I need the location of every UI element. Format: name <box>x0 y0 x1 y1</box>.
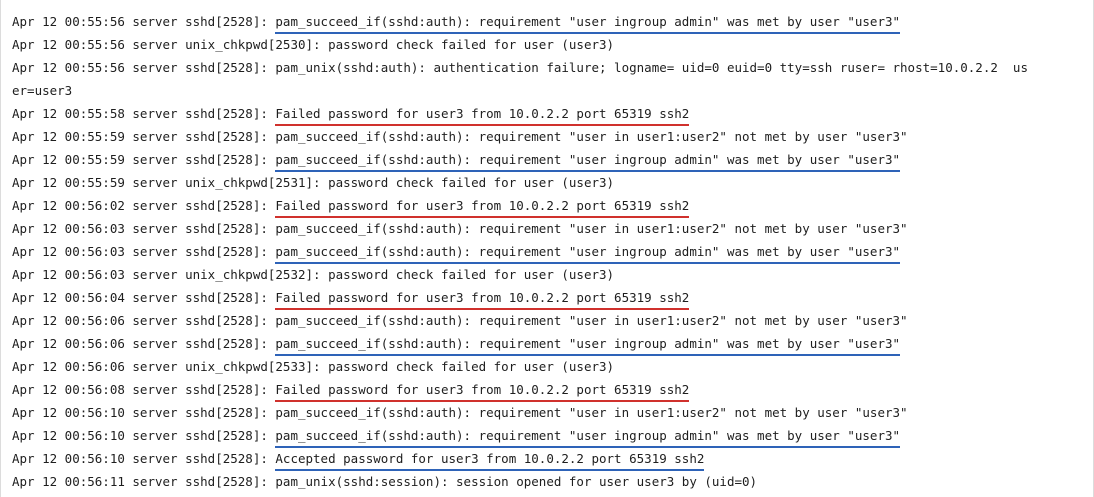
highlighted-log-message: pam_succeed_if(sshd:auth): requirement "… <box>275 244 901 264</box>
log-line: Apr 12 00:55:59 server sshd[2528]: pam_s… <box>12 125 1087 148</box>
log-line: Apr 12 00:56:06 server sshd[2528]: pam_s… <box>12 332 1087 356</box>
log-line: Apr 12 00:56:10 server sshd[2528]: pam_s… <box>12 401 1087 424</box>
log-prefix: Apr 12 00:56:03 server sshd[2528]: <box>12 244 276 259</box>
log-prefix: Apr 12 00:55:59 server sshd[2528]: <box>12 152 276 167</box>
log-prefix: Apr 12 00:56:06 server sshd[2528]: <box>12 336 276 351</box>
highlighted-log-message: pam_succeed_if(sshd:auth): requirement "… <box>275 336 901 356</box>
highlighted-log-message: pam_succeed_if(sshd:auth): requirement "… <box>275 428 901 448</box>
log-line: Apr 12 00:55:59 server unix_chkpwd[2531]… <box>12 171 1087 194</box>
highlighted-log-message: pam_succeed_if(sshd:auth): requirement "… <box>275 152 901 172</box>
log-line: Apr 12 00:56:03 server sshd[2528]: pam_s… <box>12 217 1087 240</box>
log-line: er=user3 <box>12 79 1087 102</box>
log-line: Apr 12 00:56:04 server sshd[2528]: Faile… <box>12 286 1087 310</box>
log-message: pam_succeed_if(sshd:auth): requirement "… <box>275 221 908 236</box>
log-prefix: Apr 12 00:56:03 server unix_chkpwd[2532]… <box>12 267 329 282</box>
log-prefix: Apr 12 00:56:10 server sshd[2528]: <box>12 428 276 443</box>
log-message: password check failed for user (user3) <box>328 267 615 282</box>
log-message: pam_succeed_if(sshd:auth): requirement "… <box>275 313 908 328</box>
log-prefix: Apr 12 00:55:56 server unix_chkpwd[2530]… <box>12 37 329 52</box>
highlighted-log-message: pam_succeed_if(sshd:auth): requirement "… <box>275 14 901 34</box>
highlighted-log-message: Failed password for user3 from 10.0.2.2 … <box>275 382 690 402</box>
log-prefix: Apr 12 00:56:03 server sshd[2528]: <box>12 221 276 236</box>
log-prefix: Apr 12 00:56:06 server unix_chkpwd[2533]… <box>12 359 329 374</box>
highlighted-log-message: Failed password for user3 from 10.0.2.2 … <box>275 198 690 218</box>
highlighted-log-message: Failed password for user3 from 10.0.2.2 … <box>275 106 690 126</box>
log-prefix: Apr 12 00:55:59 server unix_chkpwd[2531]… <box>12 175 329 190</box>
log-output: Apr 12 00:55:56 server sshd[2528]: pam_s… <box>12 10 1087 493</box>
log-message: password check failed for user (user3) <box>328 175 615 190</box>
log-line: Apr 12 00:56:03 server sshd[2528]: pam_s… <box>12 240 1087 264</box>
log-message: pam_succeed_if(sshd:auth): requirement "… <box>275 405 908 420</box>
log-message: pam_unix(sshd:session): session opened f… <box>275 474 758 489</box>
log-prefix: Apr 12 00:55:56 server sshd[2528]: <box>12 14 276 29</box>
highlighted-log-message: Failed password for user3 from 10.0.2.2 … <box>275 290 690 310</box>
log-message: pam_unix(sshd:auth): authentication fail… <box>275 60 1028 75</box>
log-prefix: Apr 12 00:55:59 server sshd[2528]: <box>12 129 276 144</box>
log-line: Apr 12 00:56:10 server sshd[2528]: Accep… <box>12 447 1087 471</box>
log-line: Apr 12 00:56:06 server sshd[2528]: pam_s… <box>12 309 1087 332</box>
log-prefix: Apr 12 00:56:08 server sshd[2528]: <box>12 382 276 397</box>
log-message: er=user3 <box>12 83 73 98</box>
log-message: pam_succeed_if(sshd:auth): requirement "… <box>275 129 908 144</box>
log-prefix: Apr 12 00:56:02 server sshd[2528]: <box>12 198 276 213</box>
log-line: Apr 12 00:56:10 server sshd[2528]: pam_s… <box>12 424 1087 448</box>
log-message: password check failed for user (user3) <box>328 37 615 52</box>
log-line: Apr 12 00:56:08 server sshd[2528]: Faile… <box>12 378 1087 402</box>
highlighted-log-message: Accepted password for user3 from 10.0.2.… <box>275 451 705 471</box>
log-line: Apr 12 00:55:58 server sshd[2528]: Faile… <box>12 102 1087 126</box>
log-line: Apr 12 00:56:03 server unix_chkpwd[2532]… <box>12 263 1087 286</box>
log-line: Apr 12 00:56:11 server sshd[2528]: pam_u… <box>12 470 1087 493</box>
log-line: Apr 12 00:55:56 server sshd[2528]: pam_s… <box>12 10 1087 34</box>
log-prefix: Apr 12 00:56:10 server sshd[2528]: <box>12 405 276 420</box>
log-line: Apr 12 00:55:56 server unix_chkpwd[2530]… <box>12 33 1087 56</box>
log-prefix: Apr 12 00:55:58 server sshd[2528]: <box>12 106 276 121</box>
log-line: Apr 12 00:56:06 server unix_chkpwd[2533]… <box>12 355 1087 378</box>
log-prefix: Apr 12 00:56:06 server sshd[2528]: <box>12 313 276 328</box>
log-prefix: Apr 12 00:56:04 server sshd[2528]: <box>12 290 276 305</box>
log-prefix: Apr 12 00:56:11 server sshd[2528]: <box>12 474 276 489</box>
log-line: Apr 12 00:55:59 server sshd[2528]: pam_s… <box>12 148 1087 172</box>
log-prefix: Apr 12 00:55:56 server sshd[2528]: <box>12 60 276 75</box>
log-prefix: Apr 12 00:56:10 server sshd[2528]: <box>12 451 276 466</box>
log-line: Apr 12 00:56:02 server sshd[2528]: Faile… <box>12 194 1087 218</box>
log-line: Apr 12 00:55:56 server sshd[2528]: pam_u… <box>12 56 1087 79</box>
log-message: password check failed for user (user3) <box>328 359 615 374</box>
